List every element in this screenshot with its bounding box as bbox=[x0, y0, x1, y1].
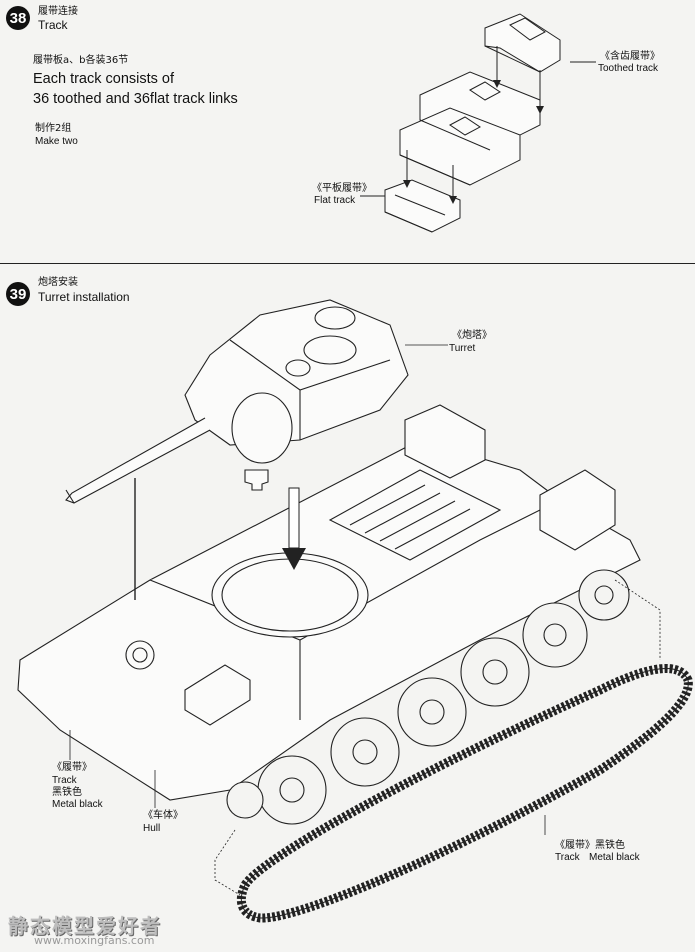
step-38-badge: 38 bbox=[6, 6, 30, 30]
track-left-label-en: Track bbox=[52, 775, 77, 786]
track-link-top bbox=[484, 13, 561, 73]
track-right-label-zh: 《履带》黑铁色 bbox=[555, 840, 625, 851]
step-39-title-zh: 炮塔安装 bbox=[38, 277, 78, 288]
track-right-label-en: Track bbox=[555, 852, 580, 863]
section-divider bbox=[0, 263, 695, 264]
toothed-track-label-zh: 《含齿履带》 bbox=[600, 51, 660, 62]
hull-label-zh: 《车体》 bbox=[143, 810, 183, 821]
road-wheels bbox=[226, 569, 630, 825]
step-38-title-en: Track bbox=[38, 18, 68, 32]
turret bbox=[65, 299, 409, 504]
step-38-title-zh: 履带连接 bbox=[38, 6, 78, 17]
watermark-url: www.moxingfans.com bbox=[34, 934, 155, 947]
turret-label-zh: 《炮塔》 bbox=[452, 330, 492, 341]
turret-label-en: Turret bbox=[449, 343, 476, 354]
track-count-zh: 履带板a、b各装36节 bbox=[33, 55, 129, 66]
track-right-color-en: Metal black bbox=[589, 852, 640, 863]
flat-track-label-en: Flat track bbox=[314, 195, 356, 206]
step-39-badge: 39 bbox=[6, 282, 30, 306]
track-left-color-zh: 黑铁色 bbox=[52, 787, 82, 798]
track-desc-line2: 36 toothed and 36flat track links bbox=[33, 91, 238, 107]
track-left-label-zh: 《履带》 bbox=[52, 762, 92, 773]
hull-body bbox=[17, 404, 641, 801]
toothed-track-links bbox=[399, 71, 541, 186]
flat-track-label-zh: 《平板履带》 bbox=[312, 183, 372, 194]
toothed-track-label-en: Toothed track bbox=[598, 63, 659, 74]
install-arrow-icon bbox=[282, 487, 306, 570]
track-desc-line1: Each track consists of bbox=[33, 71, 175, 87]
flat-track-link bbox=[384, 179, 461, 233]
hull-label-en: Hull bbox=[143, 823, 161, 834]
track-left-color-en: Metal black bbox=[52, 799, 103, 810]
make-two-zh: 制作2组 bbox=[35, 123, 72, 134]
watermark-site-name: 静态模型爱好者 bbox=[8, 914, 162, 938]
track-loop bbox=[236, 664, 693, 923]
make-two-en: Make two bbox=[35, 136, 78, 147]
step-39-title-en: Turret installation bbox=[38, 290, 130, 304]
